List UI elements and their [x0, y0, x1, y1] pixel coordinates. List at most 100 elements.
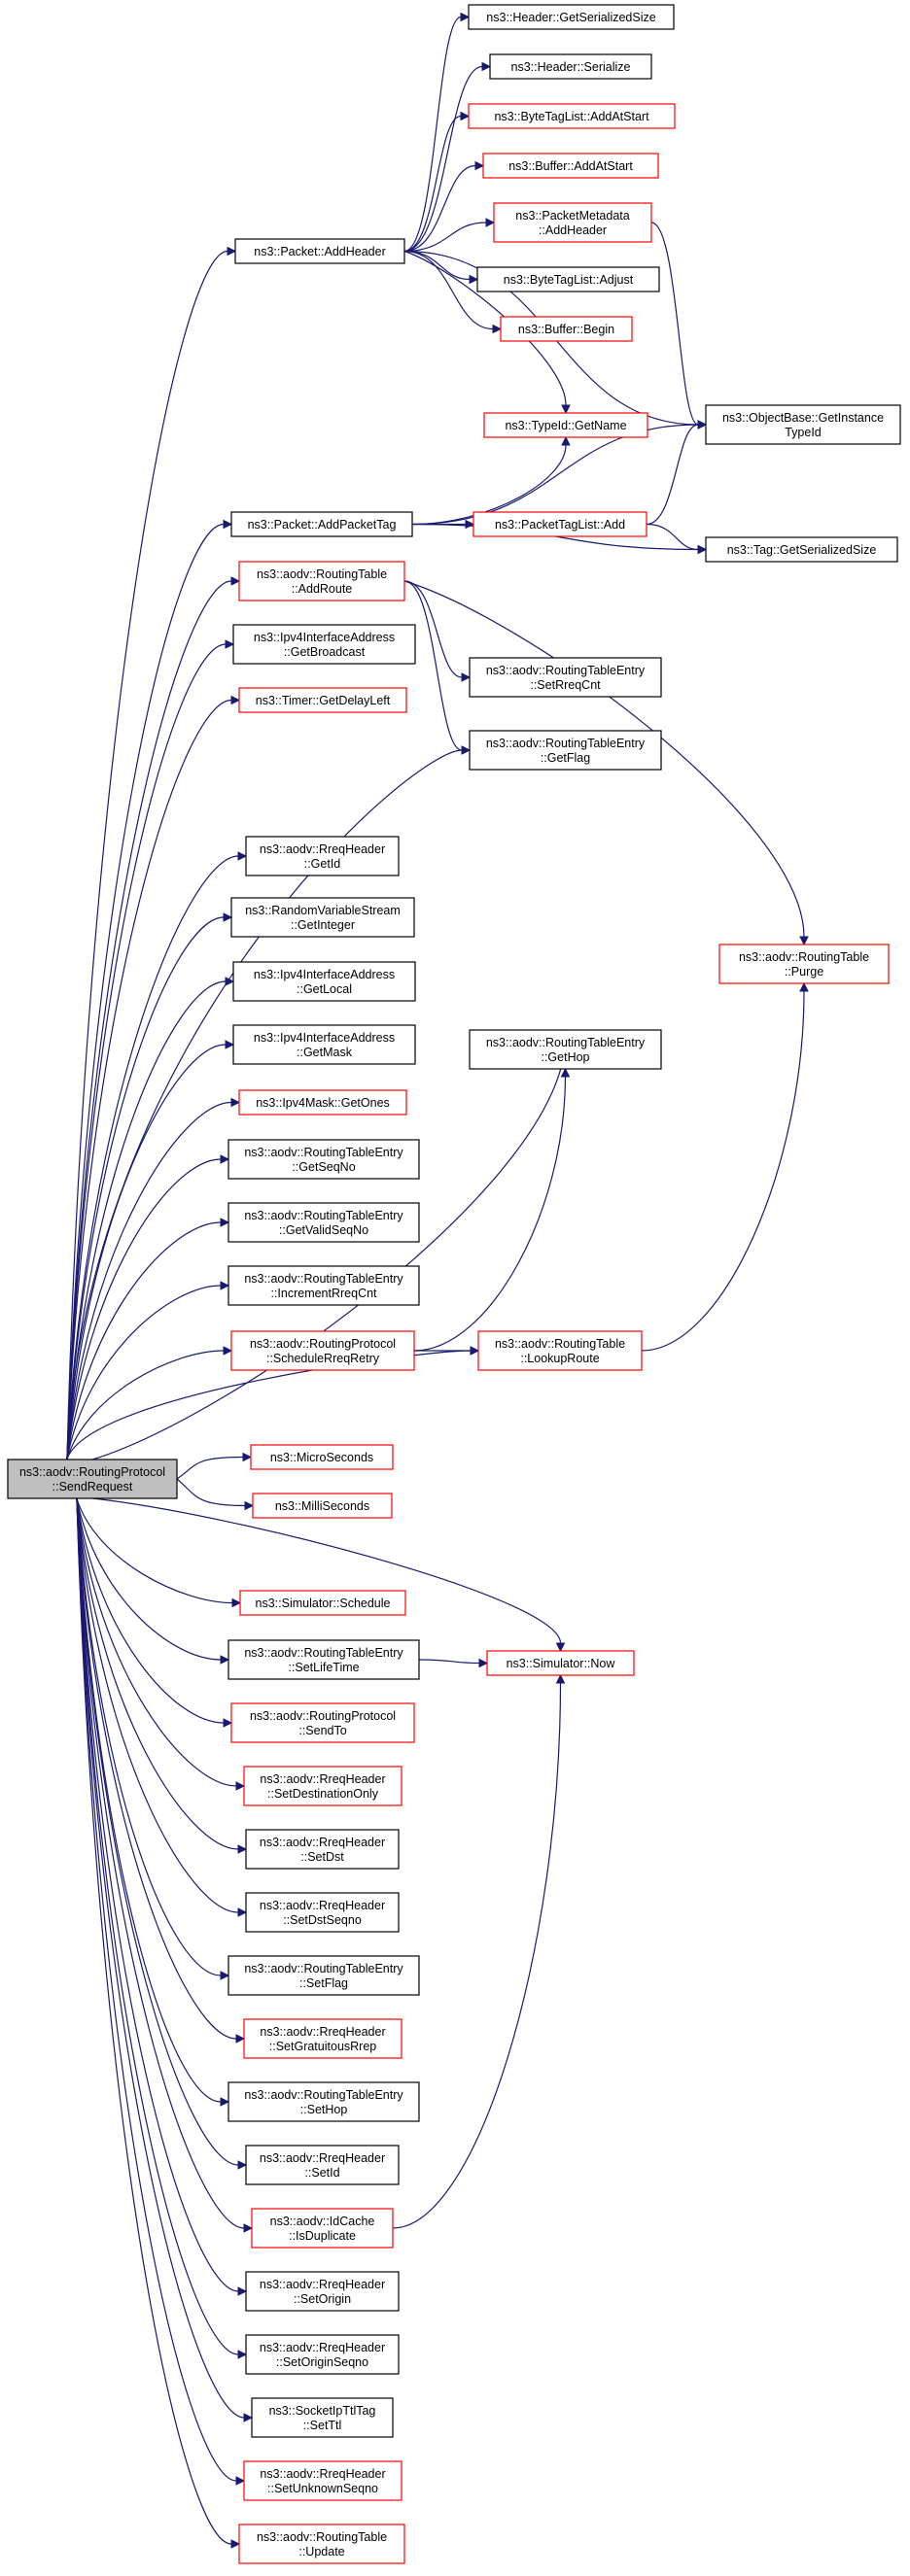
node-rreqheader-setoriginseqno[interactable]: ns3::aodv::RreqHeader::SetOriginSeqno: [245, 2334, 400, 2375]
node-box: [500, 316, 633, 342]
node-label: ns3::Ipv4InterfaceAddress: [254, 968, 395, 981]
node-timer-getdelayleft[interactable]: ns3::Timer::GetDelayLeft: [238, 687, 407, 713]
node-rreqheader-setorigin[interactable]: ns3::aodv::RreqHeader::SetOrigin: [245, 2271, 400, 2312]
node-bytetaglist-adjust[interactable]: ns3::ByteTagList::Adjust: [476, 266, 660, 292]
node-packet-addheader[interactable]: ns3::Packet::AddHeader: [234, 238, 405, 264]
edge-root-to-routingtable_lookuproute: [66, 1350, 472, 1460]
node-packettaglist-add[interactable]: ns3::PacketTagList::Add: [472, 511, 648, 537]
node-label: ::AddHeader: [539, 223, 607, 237]
node-ipv4mask-getones[interactable]: ns3::Ipv4Mask::GetOnes: [238, 1089, 407, 1116]
node-rtentry-getvalidseqno[interactable]: ns3::aodv::RoutingTableEntry::GetValidSe…: [228, 1202, 420, 1243]
node-milliseconds[interactable]: ns3::MilliSeconds: [252, 1493, 393, 1519]
node-label: ns3::aodv::RoutingTable: [739, 950, 869, 964]
node-label: ns3::Ipv4InterfaceAddress: [254, 1031, 395, 1045]
node-rtentry-gethop[interactable]: ns3::aodv::RoutingTableEntry::GetHop: [469, 1029, 662, 1070]
arrowhead: [470, 1346, 480, 1356]
node-rreqheader-setdst[interactable]: ns3::aodv::RreqHeader::SetDst: [245, 1829, 400, 1870]
node-label: ::SetRreqCnt: [530, 678, 601, 692]
node-rreqheader-setunknownseqno[interactable]: ns3::aodv::RreqHeader::SetUnknownSeqno: [243, 2460, 402, 2501]
node-label: ::GetSeqNo: [292, 1160, 355, 1174]
node-label: ns3::Header::Serialize: [511, 60, 631, 74]
node-box: [238, 2524, 405, 2564]
node-buffer-addatstart[interactable]: ns3::Buffer::AddAtStart: [482, 153, 659, 179]
node-box: [230, 897, 415, 938]
edge-routingtable_addroute-to-rtentry_getflag: [403, 580, 463, 751]
node-label: ns3::PacketTagList::Add: [495, 518, 625, 532]
node-simulator-schedule[interactable]: ns3::Simulator::Schedule: [239, 1590, 406, 1616]
arrowhead: [697, 544, 708, 555]
node-routingprotocol-sendto[interactable]: ns3::aodv::RoutingProtocol::SendTo: [230, 1702, 415, 1743]
node-socketipttltag-setttl[interactable]: ns3::SocketIpTtlTag::SetTtl: [251, 2397, 394, 2438]
node-rreqheader-setid[interactable]: ns3::aodv::RreqHeader::SetId: [245, 2145, 400, 2185]
node-bytetaglist-addatstart[interactable]: ns3::ByteTagList::AddAtStart: [468, 103, 676, 129]
node-label: ns3::aodv::RreqHeader: [260, 1836, 385, 1849]
node-rreqheader-setgratuitousrrep[interactable]: ns3::aodv::RreqHeader::SetGratuitousRrep: [243, 2018, 402, 2059]
edge-root-to-rreqheader_setdestinationonly: [76, 1497, 237, 1787]
node-box: [228, 1955, 420, 1996]
node-label: ::SetTtl: [303, 2419, 342, 2432]
edge-root-to-microseconds: [176, 1456, 244, 1480]
node-label: ns3::aodv::RoutingProtocol: [250, 1709, 396, 1723]
node-label: ::LookupRoute: [520, 1352, 599, 1365]
node-header-serialize[interactable]: ns3::Header::Serialize: [489, 53, 652, 80]
node-label: ns3::ObjectBase::GetInstance: [722, 411, 884, 425]
node-buffer-begin[interactable]: ns3::Buffer::Begin: [500, 316, 633, 342]
node-box: [245, 1892, 400, 1933]
node-box: [469, 730, 662, 771]
node-rtentry-setrreqcnt[interactable]: ns3::aodv::RoutingTableEntry::SetRreqCnt: [469, 657, 662, 698]
node-simulator-now[interactable]: ns3::Simulator::Now: [486, 1650, 635, 1676]
node-packet-addpackettag[interactable]: ns3::Packet::AddPacketTag: [230, 511, 413, 537]
node-label: ::GetMask: [297, 1046, 353, 1059]
node-label: ::IsDuplicate: [289, 2229, 356, 2243]
arrowhead: [237, 851, 248, 861]
node-randomvariablestream-getinteger[interactable]: ns3::RandomVariableStream::GetInteger: [230, 897, 415, 938]
edge-packet_addheader-to-packetmetadata_addheader: [403, 222, 487, 253]
node-box: [245, 2334, 400, 2375]
node-routingtable-update[interactable]: ns3::aodv::RoutingTable::Update: [238, 2524, 405, 2564]
node-box: [245, 2145, 400, 2185]
node-label: ns3::aodv::RoutingProtocol: [250, 1337, 396, 1351]
node-routingprotocol-schedulerreqretry[interactable]: ns3::aodv::RoutingProtocol::ScheduleRreq…: [230, 1330, 415, 1371]
node-rreqheader-setdstseqno[interactable]: ns3::aodv::RreqHeader::SetDstSeqno: [245, 1892, 400, 1933]
node-label: ns3::aodv::RoutingTable: [495, 1337, 625, 1351]
node-rtentry-sethop[interactable]: ns3::aodv::RoutingTableEntry::SetHop: [228, 2081, 420, 2122]
node-label: ns3::Packet::AddPacketTag: [248, 518, 397, 532]
node-box: [493, 202, 652, 243]
node-box: [238, 561, 405, 601]
node-header-getserializedsize[interactable]: ns3::Header::GetSerializedSize: [468, 4, 675, 30]
node-rtentry-setflag[interactable]: ns3::aodv::RoutingTableEntry::SetFlag: [228, 1955, 420, 1996]
node-rtentry-getflag[interactable]: ns3::aodv::RoutingTableEntry::GetFlag: [469, 730, 662, 771]
edge-root-to-routingtable_addroute: [66, 580, 232, 1460]
arrowhead: [225, 1040, 235, 1049]
node-box: [232, 1024, 416, 1065]
node-rtentry-getseqno[interactable]: ns3::aodv::RoutingTableEntry::GetSeqNo: [228, 1139, 420, 1180]
node-packetmetadata-addheader[interactable]: ns3::PacketMetadata::AddHeader: [493, 202, 652, 243]
arrowhead: [478, 1658, 489, 1668]
node-microseconds[interactable]: ns3::MicroSeconds: [250, 1444, 394, 1470]
node-root[interactable]: ns3::aodv::RoutingProtocol::SendRequest: [7, 1459, 178, 1499]
node-routingtable-lookuproute[interactable]: ns3::aodv::RoutingTable::LookupRoute: [477, 1330, 643, 1371]
node-label: ::GetHop: [541, 1050, 589, 1064]
edge-routingtable_lookuproute-to-routingtable_purge: [641, 990, 805, 1352]
node-tag-getserializedsize[interactable]: ns3::Tag::GetSerializedSize: [705, 536, 898, 563]
node-ipv4interfaceaddress-getmask[interactable]: ns3::Ipv4InterfaceAddress::GetMask: [232, 1024, 416, 1065]
node-routingtable-addroute[interactable]: ns3::aodv::RoutingTable::AddRoute: [238, 561, 405, 601]
node-rtentry-setlifetime[interactable]: ns3::aodv::RoutingTableEntry::SetLifeTim…: [228, 1639, 420, 1680]
node-label: TypeId: [785, 426, 822, 439]
node-box: [230, 511, 413, 537]
node-routingtable-purge[interactable]: ns3::aodv::RoutingTable::Purge: [718, 944, 890, 984]
node-idcache-isduplicate[interactable]: ns3::aodv::IdCache::IsDuplicate: [251, 2208, 394, 2249]
node-rreqheader-setdestinationonly[interactable]: ns3::aodv::RreqHeader::SetDestinationOnl…: [243, 1766, 402, 1806]
edge-root-to-rtentry_getflag: [66, 749, 463, 1460]
node-ipv4interfaceaddress-getlocal[interactable]: ns3::Ipv4InterfaceAddress::GetLocal: [232, 961, 416, 1002]
node-box: [251, 2208, 394, 2249]
arrowhead: [223, 519, 233, 530]
node-label: ns3::aodv::RreqHeader: [260, 1772, 385, 1786]
edge-routingtable_addroute-to-rtentry_setrreqcnt: [403, 580, 463, 678]
node-rreqheader-getid[interactable]: ns3::aodv::RreqHeader::GetId: [245, 836, 400, 876]
node-box: [238, 687, 407, 713]
node-typeid-getname[interactable]: ns3::TypeId::GetName: [483, 412, 648, 438]
node-rtentry-incrementrreqcnt[interactable]: ns3::aodv::RoutingTableEntry::IncrementR…: [228, 1265, 420, 1306]
node-ipv4interfaceaddress-getbroadcast[interactable]: ns3::Ipv4InterfaceAddress::GetBroadcast: [232, 624, 416, 665]
